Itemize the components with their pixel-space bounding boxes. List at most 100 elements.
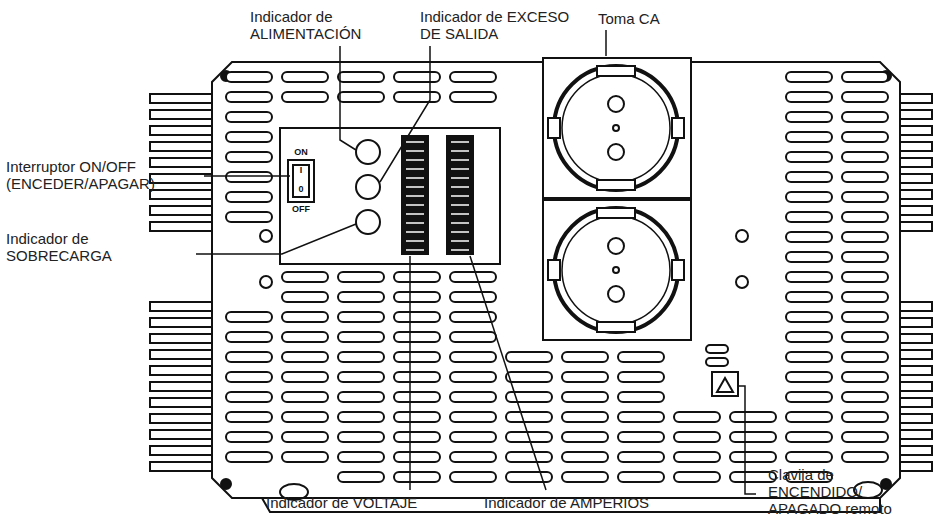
vent-slot bbox=[842, 432, 888, 442]
vent-slot bbox=[842, 92, 888, 102]
vent-slot bbox=[674, 472, 720, 482]
screw bbox=[260, 230, 272, 242]
vent-slot bbox=[786, 252, 832, 262]
screw bbox=[881, 479, 891, 489]
meter-segment bbox=[406, 159, 424, 161]
vent-slot bbox=[226, 432, 272, 442]
vent-slot bbox=[842, 252, 888, 262]
cooling-fin bbox=[898, 350, 932, 359]
amp-meter bbox=[447, 136, 473, 254]
vent-slot bbox=[842, 272, 888, 282]
meter-segment bbox=[451, 168, 469, 170]
vent-slot bbox=[842, 72, 888, 82]
vent-slot bbox=[730, 412, 776, 422]
vent-slot bbox=[786, 212, 832, 222]
vent-slot bbox=[842, 232, 888, 242]
power-lamp bbox=[356, 140, 380, 164]
vent-slot bbox=[786, 312, 832, 322]
vent-slot bbox=[506, 412, 552, 422]
cooling-fin bbox=[898, 366, 932, 375]
meter-segment bbox=[406, 186, 424, 188]
vent-slot bbox=[338, 412, 384, 422]
vent-slot bbox=[618, 472, 664, 482]
vent-slot bbox=[786, 72, 832, 82]
meter-segment bbox=[451, 231, 469, 233]
vent-slot bbox=[394, 352, 440, 362]
vent-slot bbox=[450, 372, 496, 382]
vent-slot bbox=[562, 412, 608, 422]
vent-slot bbox=[338, 432, 384, 442]
meter-segment bbox=[451, 195, 469, 197]
callout-label: Indicador de SOBRECARGA bbox=[6, 230, 116, 264]
meter-segments bbox=[406, 142, 469, 250]
cooling-fin bbox=[150, 366, 214, 375]
switch-marking: ON bbox=[291, 147, 311, 157]
vent-slot bbox=[562, 352, 608, 362]
vent-slot bbox=[450, 472, 496, 482]
vent-slot bbox=[674, 452, 720, 462]
vent-slot bbox=[450, 452, 496, 462]
voltage-meter bbox=[402, 136, 428, 254]
screw bbox=[736, 276, 748, 288]
vent-slot bbox=[338, 272, 384, 282]
vent-slot bbox=[786, 192, 832, 202]
vent-slot bbox=[226, 192, 272, 202]
vent-slot bbox=[338, 372, 384, 382]
vent-slot bbox=[786, 132, 832, 142]
cooling-fin bbox=[898, 126, 932, 135]
cooling-fin bbox=[898, 446, 932, 455]
meter-segment bbox=[451, 213, 469, 215]
vent-slot bbox=[282, 292, 328, 302]
meter-segment bbox=[406, 168, 424, 170]
vent-slot bbox=[338, 292, 384, 302]
vent-slot bbox=[450, 432, 496, 442]
vent-slot bbox=[226, 352, 272, 362]
vent-slot bbox=[842, 332, 888, 342]
vent-slot bbox=[618, 352, 664, 362]
vent-slot bbox=[226, 172, 272, 182]
vent-slot bbox=[562, 432, 608, 442]
meter-segment bbox=[406, 150, 424, 152]
vent-slot bbox=[282, 372, 328, 382]
cooling-fin bbox=[150, 350, 214, 359]
callout-label: Interruptor ON/OFF (ENCEDER/APAGAR) bbox=[6, 158, 159, 192]
cooling-fin bbox=[150, 430, 214, 439]
meter-segment bbox=[406, 240, 424, 242]
vent-slot bbox=[786, 232, 832, 242]
vent-slot bbox=[618, 432, 664, 442]
vent-slot bbox=[562, 452, 608, 462]
vent-slot bbox=[618, 392, 664, 402]
housing bbox=[212, 62, 900, 498]
vent-slot bbox=[786, 352, 832, 362]
meter-segment bbox=[451, 186, 469, 188]
vent-slot bbox=[562, 472, 608, 482]
vent-slot bbox=[786, 332, 832, 342]
vent-slot bbox=[506, 472, 552, 482]
vent-slot bbox=[786, 372, 832, 382]
vent-slot bbox=[394, 272, 440, 282]
vent-slot bbox=[450, 412, 496, 422]
vent-slot bbox=[506, 452, 552, 462]
vent-slot bbox=[786, 412, 832, 422]
vent-slot bbox=[282, 272, 328, 282]
vent-slot bbox=[394, 292, 440, 302]
vent-slot bbox=[618, 452, 664, 462]
vent-slot bbox=[842, 112, 888, 122]
vent-slot bbox=[338, 92, 384, 102]
cooling-fin bbox=[898, 382, 932, 391]
callout-label: Toma CA bbox=[598, 10, 664, 27]
ac-socket bbox=[543, 200, 691, 340]
meter-segment bbox=[451, 240, 469, 242]
cooling-fin bbox=[150, 222, 214, 231]
cooling-fin bbox=[150, 462, 214, 471]
vent-slot bbox=[450, 272, 496, 282]
vent-slot bbox=[706, 345, 728, 353]
meter-segment bbox=[406, 204, 424, 206]
vent-slot bbox=[506, 392, 552, 402]
over-output-lamp bbox=[356, 175, 380, 199]
vent-slot bbox=[282, 332, 328, 342]
vent-slot bbox=[842, 292, 888, 302]
vent-slot bbox=[338, 452, 384, 462]
meter-segment bbox=[451, 204, 469, 206]
vent-slot bbox=[674, 412, 720, 422]
